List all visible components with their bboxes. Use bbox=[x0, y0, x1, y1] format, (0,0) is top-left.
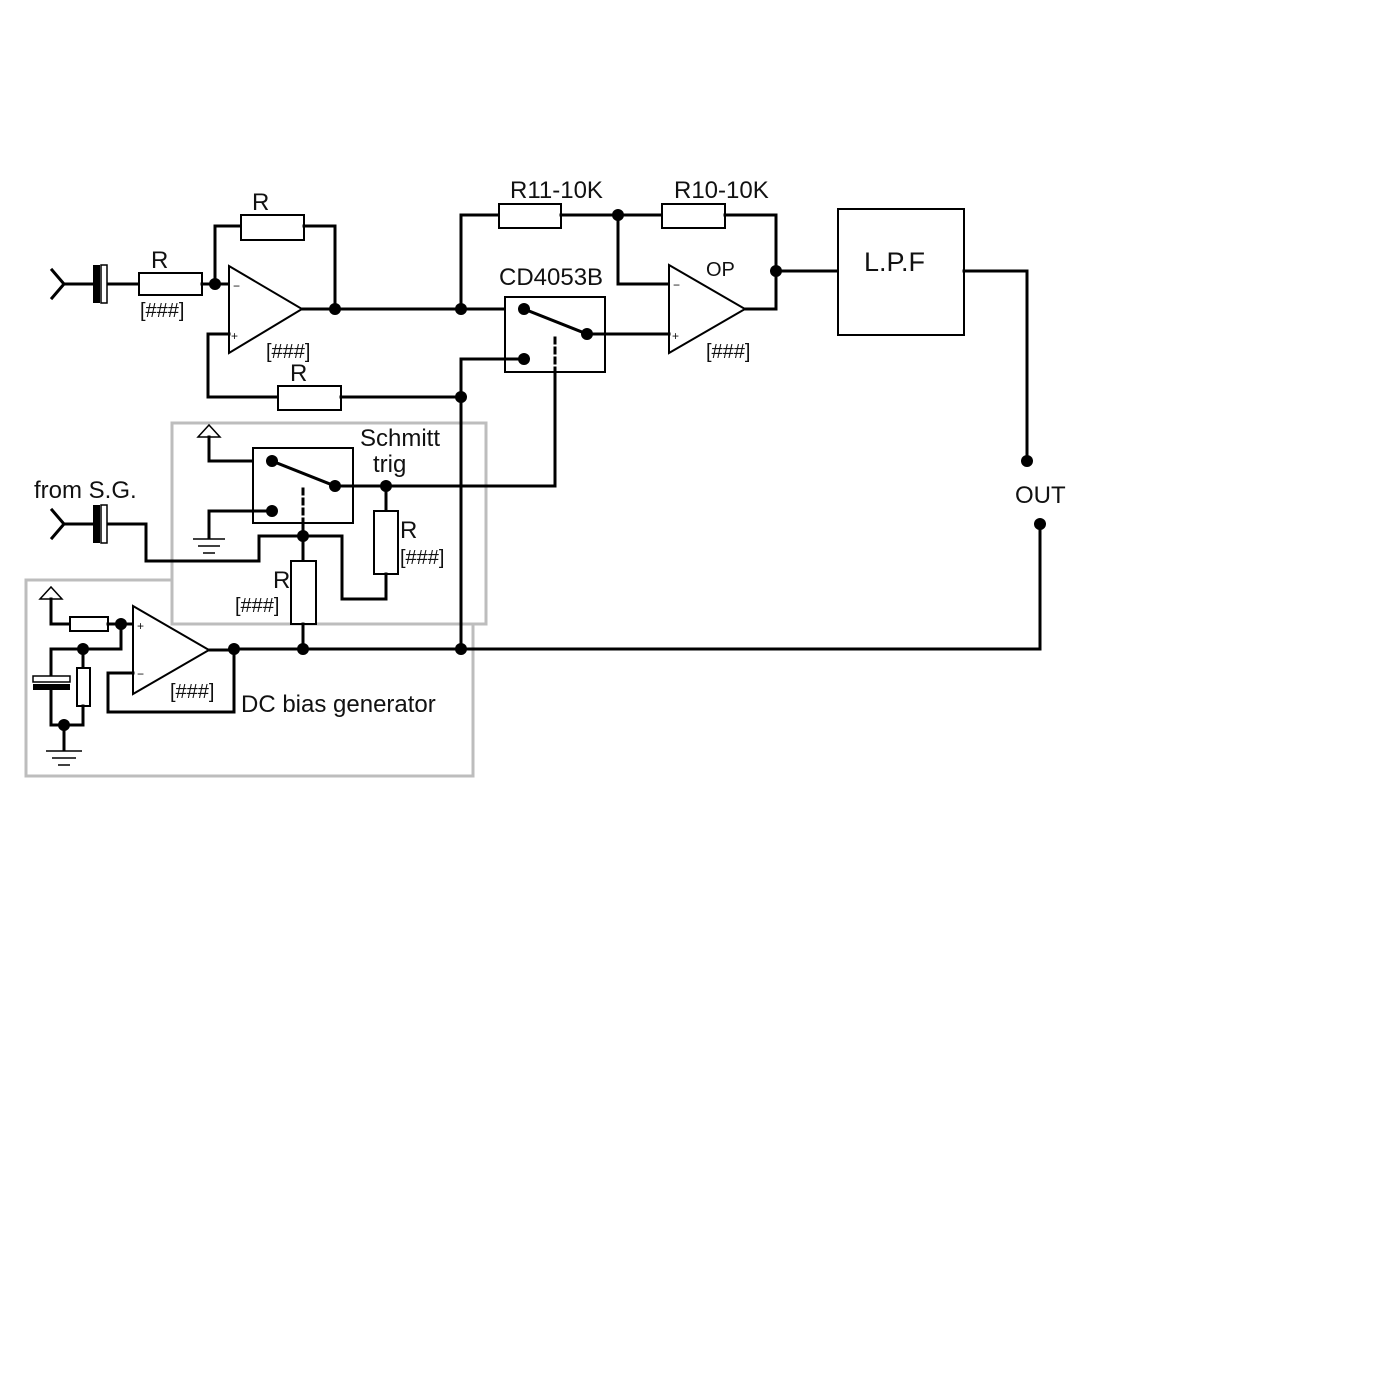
dc-resistor-horizontal bbox=[69, 616, 109, 632]
cd4053b-label: CD4053B bbox=[499, 264, 603, 291]
dc-bias-op-amp: + − bbox=[132, 604, 211, 696]
lpf-label: L.P.F bbox=[864, 247, 925, 277]
svg-text:+: + bbox=[231, 329, 238, 343]
svg-text:−: − bbox=[137, 667, 144, 681]
input-capacitor bbox=[93, 264, 108, 304]
bias-resistor bbox=[277, 385, 342, 411]
out-label: OUT bbox=[1015, 482, 1066, 509]
sg-input-capacitor bbox=[93, 504, 108, 544]
r10-label: R10-10K bbox=[674, 177, 769, 204]
schmitt-ref-terminal bbox=[196, 423, 274, 463]
schmitt-resistor-right-value: [###] bbox=[400, 547, 444, 569]
r11-label: R11-10K bbox=[510, 177, 603, 204]
input-resistor bbox=[138, 272, 203, 296]
op-value: [###] bbox=[706, 341, 750, 363]
schmitt-resistor-mid-label: R bbox=[273, 567, 290, 594]
feedback-resistor bbox=[240, 214, 305, 241]
schmitt-resistor-mid bbox=[290, 560, 317, 625]
input-resistor-label: R bbox=[151, 247, 168, 274]
schmitt-ground-icon bbox=[193, 509, 274, 554]
r10-resistor bbox=[661, 203, 726, 229]
input-op-amp: − + bbox=[228, 264, 304, 355]
bias-resistor-label: R bbox=[290, 360, 307, 387]
op-minus-sign: − bbox=[673, 278, 680, 292]
dc-bias-group-box bbox=[24, 578, 475, 778]
input-op-amp-value: [###] bbox=[266, 341, 310, 363]
schmitt-label-line2: trig bbox=[373, 451, 406, 478]
svg-text:+: + bbox=[137, 619, 144, 633]
svg-text:−: − bbox=[233, 279, 240, 293]
schmitt-resistor-mid-value: [###] bbox=[235, 595, 279, 617]
dc-op-amp-value: [###] bbox=[170, 681, 214, 703]
signal-input-terminal bbox=[49, 267, 94, 301]
op-label: OP bbox=[706, 259, 735, 281]
op-plus-sign: + bbox=[672, 329, 679, 343]
schmitt-trigger-group-box bbox=[170, 421, 488, 626]
dc-capacitor bbox=[32, 675, 71, 690]
junction-dots bbox=[58, 209, 1046, 731]
dc-resistor-vertical bbox=[76, 667, 91, 707]
lpf-block bbox=[837, 208, 965, 336]
dc-ref-terminal bbox=[38, 585, 72, 626]
dc-bias-generator-label: DC bias generator bbox=[241, 691, 436, 718]
schmitt-resistor-right bbox=[373, 510, 399, 575]
sg-input-terminal bbox=[49, 507, 94, 541]
schmitt-label-line1: Schmitt bbox=[360, 425, 440, 452]
input-resistor-value: [###] bbox=[140, 300, 184, 322]
schmitt-resistor-right-label: R bbox=[400, 517, 417, 544]
feedback-resistor-label: R bbox=[252, 189, 269, 216]
r11-resistor bbox=[498, 203, 562, 229]
from-sg-label: from S.G. bbox=[34, 477, 137, 504]
output-op-amp bbox=[668, 263, 747, 355]
